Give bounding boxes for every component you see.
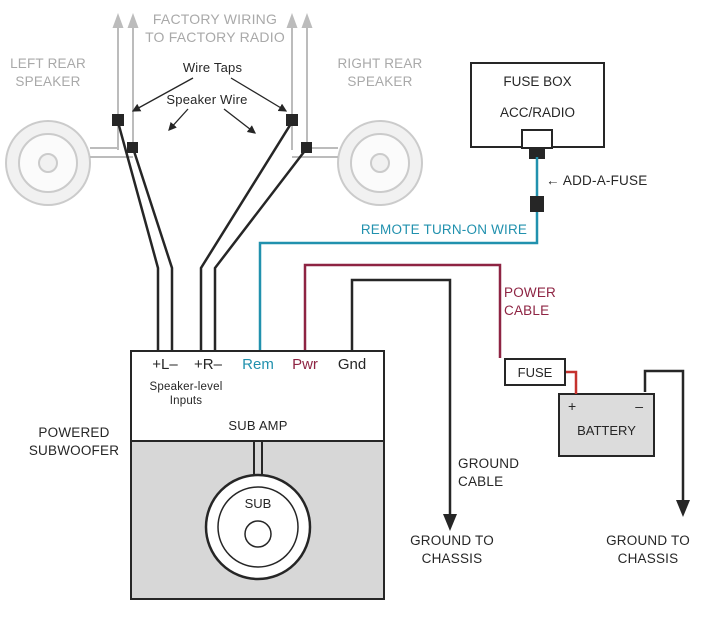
label-line: GROUND <box>458 456 520 471</box>
right-rear-speaker-icon <box>337 120 423 206</box>
fuse-box-slot-label: ACC/RADIO <box>499 105 575 120</box>
factory-wiring-label: FACTORY WIRING TO FACTORY RADIO <box>130 10 300 46</box>
factory-up-arrow <box>112 13 124 28</box>
battery-label: BATTERY <box>577 423 636 438</box>
fuse-box: FUSE BOX ACC/RADIO <box>470 62 605 148</box>
label-line: GROUND TO <box>410 533 494 548</box>
right-rear-speaker-label: RIGHT REAR SPEAKER <box>332 55 428 90</box>
terminal-right-input: +R– <box>194 356 222 373</box>
battery: + – BATTERY <box>558 393 655 457</box>
label-line: POWER <box>504 285 557 300</box>
label-line: GROUND TO <box>606 533 690 548</box>
ground-cable-label: GROUND CABLE <box>458 455 536 490</box>
label-line: LEFT REAR <box>10 56 86 71</box>
label-line: SPEAKER <box>347 73 413 89</box>
terminal-power: Pwr <box>292 356 318 373</box>
label-line: Inputs <box>169 395 203 408</box>
terminal-ground: Gnd <box>337 356 367 373</box>
subwoofer-enclosure <box>132 440 383 598</box>
label-line: RIGHT REAR <box>337 56 423 71</box>
label-line: FACTORY WIRING <box>152 11 278 27</box>
label-line: TO FACTORY RADIO <box>145 29 285 46</box>
terminal-remote: Rem <box>242 356 274 373</box>
label-line: SPEAKER <box>15 73 81 89</box>
sub-amp-label: SUB AMP <box>228 418 288 433</box>
wire-tap-left <box>112 114 124 126</box>
powered-subwoofer-label: POWERED SUBWOOFER <box>20 424 128 459</box>
battery-minus-terminal: – <box>635 398 643 414</box>
label-line: Speaker-level <box>149 381 223 393</box>
label-line: SUBWOOFER <box>28 442 120 458</box>
add-a-fuse-label: ← ADD-A-FUSE <box>546 173 648 188</box>
speaker-connector-left <box>127 142 138 153</box>
wire-tap-connectors <box>112 114 312 153</box>
wire-tap-right <box>286 114 298 126</box>
speaker-level-inputs-label: Speaker-level Inputs <box>146 380 226 409</box>
remote-turn-on-wire <box>258 157 544 350</box>
fuse-box-title: FUSE BOX <box>503 74 572 89</box>
inline-fuse-label: FUSE <box>517 364 553 380</box>
inline-fuse: FUSE <box>504 358 566 386</box>
power-cable-label: POWER CABLE <box>504 284 584 319</box>
speaker-wires-to-amp <box>116 121 308 350</box>
terminal-left-input: +L– <box>152 356 178 373</box>
label-line: CHASSIS <box>617 550 679 566</box>
remote-turn-on-wire-label: REMOTE TURN-ON WIRE <box>360 222 528 237</box>
fuse-to-battery-wire <box>566 370 578 394</box>
left-rear-speaker-label: LEFT REAR SPEAKER <box>2 55 94 90</box>
factory-up-arrow <box>301 13 313 28</box>
label-line: POWERED <box>38 425 110 440</box>
left-rear-speaker-icon <box>5 120 91 206</box>
ground-to-chassis-right-label: GROUND TO CHASSIS <box>599 532 697 567</box>
ground-arrow-left <box>443 514 457 531</box>
label-line: CABLE <box>458 473 504 489</box>
wire-taps-label: Wire Taps <box>182 60 243 75</box>
ground-to-chassis-left-label: GROUND TO CHASSIS <box>404 532 500 567</box>
add-a-fuse-connector <box>530 196 544 212</box>
ground-arrow-right <box>676 500 690 517</box>
label-line: CABLE <box>504 302 550 318</box>
battery-plus-terminal: + <box>568 398 577 414</box>
power-cable-wire <box>303 263 502 358</box>
label-line: CHASSIS <box>421 550 483 566</box>
speaker-connector-right <box>301 142 312 153</box>
speaker-wire-label: Speaker Wire <box>166 92 248 107</box>
